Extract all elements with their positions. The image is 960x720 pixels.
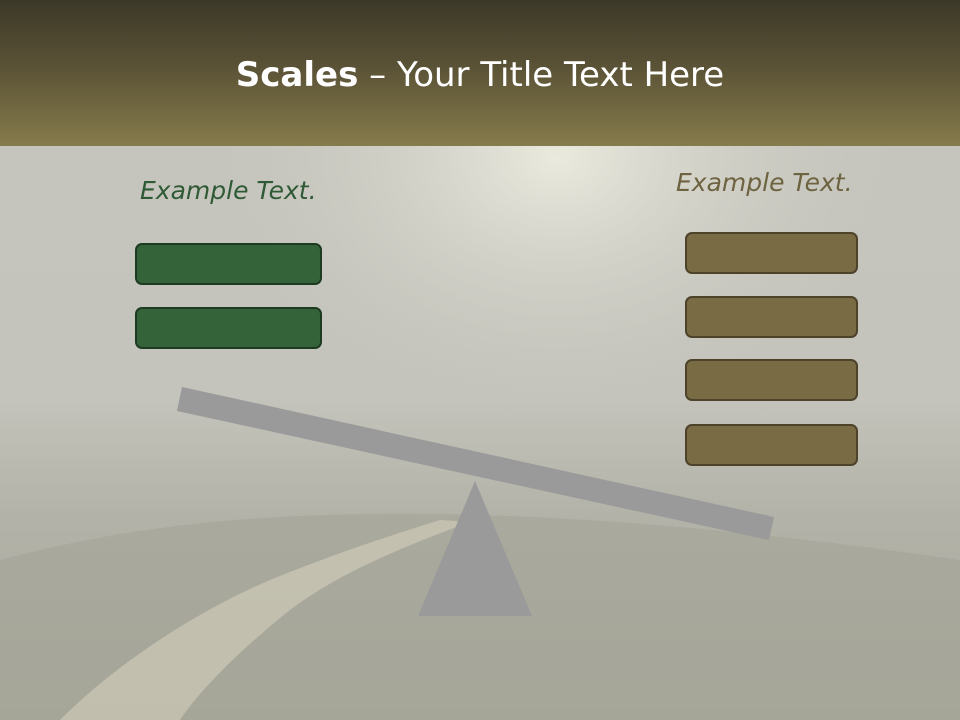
right-label: Example Text.	[676, 168, 853, 197]
left-weight-box-1	[135, 243, 322, 285]
right-weight-box-2	[685, 296, 858, 338]
title-rest-part: – Your Title Text Here	[358, 55, 725, 95]
title-bar	[0, 0, 960, 146]
left-label: Example Text.	[140, 176, 317, 205]
title-bold-part: Scales	[235, 55, 359, 95]
right-weight-box-4	[685, 424, 858, 466]
right-weight-box-3	[685, 359, 858, 401]
slide-title: Scales – Your Title Text Here	[0, 50, 960, 100]
scale-fulcrum-triangle	[418, 481, 532, 616]
left-weight-box-2	[135, 307, 322, 349]
scale-beam	[177, 387, 774, 540]
right-weight-box-1	[685, 232, 858, 274]
